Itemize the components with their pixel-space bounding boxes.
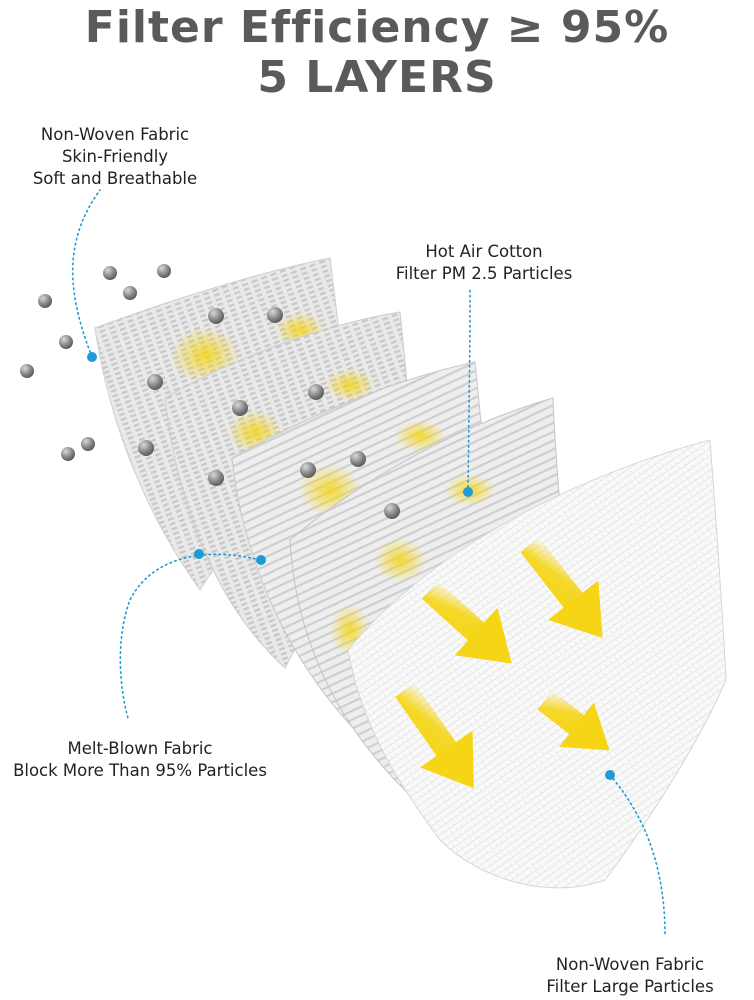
particle (232, 400, 248, 416)
callout-lines (71, 189, 666, 936)
particles (20, 264, 400, 519)
callout-marker (87, 352, 97, 362)
callout-line-melt-blown (119, 553, 261, 719)
particle (61, 447, 75, 461)
label-line: Non-Woven Fabric (555, 955, 705, 974)
callout-label-melt-blown: Melt-Blown Fabric Block More Than 95% Pa… (0, 738, 280, 782)
label-line: Soft and Breathable (32, 169, 198, 188)
callout-marker (194, 549, 204, 559)
headline-layer-count: 5 LAYERS (257, 52, 497, 103)
airflow-arrow-icon (520, 537, 603, 638)
airflow-arrow-icon (537, 690, 610, 751)
airflow-arrow-icon (395, 683, 474, 789)
label-line: Filter PM 2.5 Particles (395, 264, 573, 283)
particle (308, 384, 324, 400)
label-line: Melt-Blown Fabric (67, 739, 213, 758)
callout-marker (605, 770, 615, 780)
particle (123, 286, 137, 300)
label-line: Hot Air Cotton (425, 242, 543, 261)
particle (350, 451, 366, 467)
label-line: Skin-Friendly (61, 147, 169, 166)
airflow-arrows (395, 537, 610, 789)
label-line: Filter Large Particles (546, 977, 714, 996)
label-line: Block More Than 95% Particles (13, 761, 267, 780)
callout-label-outer-nonwoven: Non-Woven Fabric Skin-Friendly Soft and … (20, 124, 210, 190)
callout-line-layer5 (609, 774, 666, 936)
label-line: Non-Woven Fabric (40, 125, 190, 144)
callout-markers (87, 352, 615, 780)
particle (38, 294, 52, 308)
airflow-arrow-icon (421, 581, 512, 664)
particle (157, 264, 171, 278)
particle (384, 503, 400, 519)
callout-marker (463, 487, 473, 497)
particle (103, 266, 117, 280)
callout-label-hot-air-cotton: Hot Air Cotton Filter PM 2.5 Particles (384, 241, 584, 285)
particle (20, 364, 34, 378)
particle (147, 374, 163, 390)
callout-label-inner-nonwoven: Non-Woven Fabric Filter Large Particles (530, 954, 730, 998)
particle (300, 462, 316, 478)
particle (208, 470, 224, 486)
particle (208, 308, 224, 324)
callout-line-hot-air (467, 289, 471, 493)
particle (138, 440, 154, 456)
particle (81, 437, 95, 451)
headline-filter-efficiency: Filter Efficiency ≥ 95% (84, 2, 670, 53)
callout-marker (256, 555, 266, 565)
particle (267, 307, 283, 323)
callout-line-layer1 (71, 189, 101, 358)
particle (59, 335, 73, 349)
